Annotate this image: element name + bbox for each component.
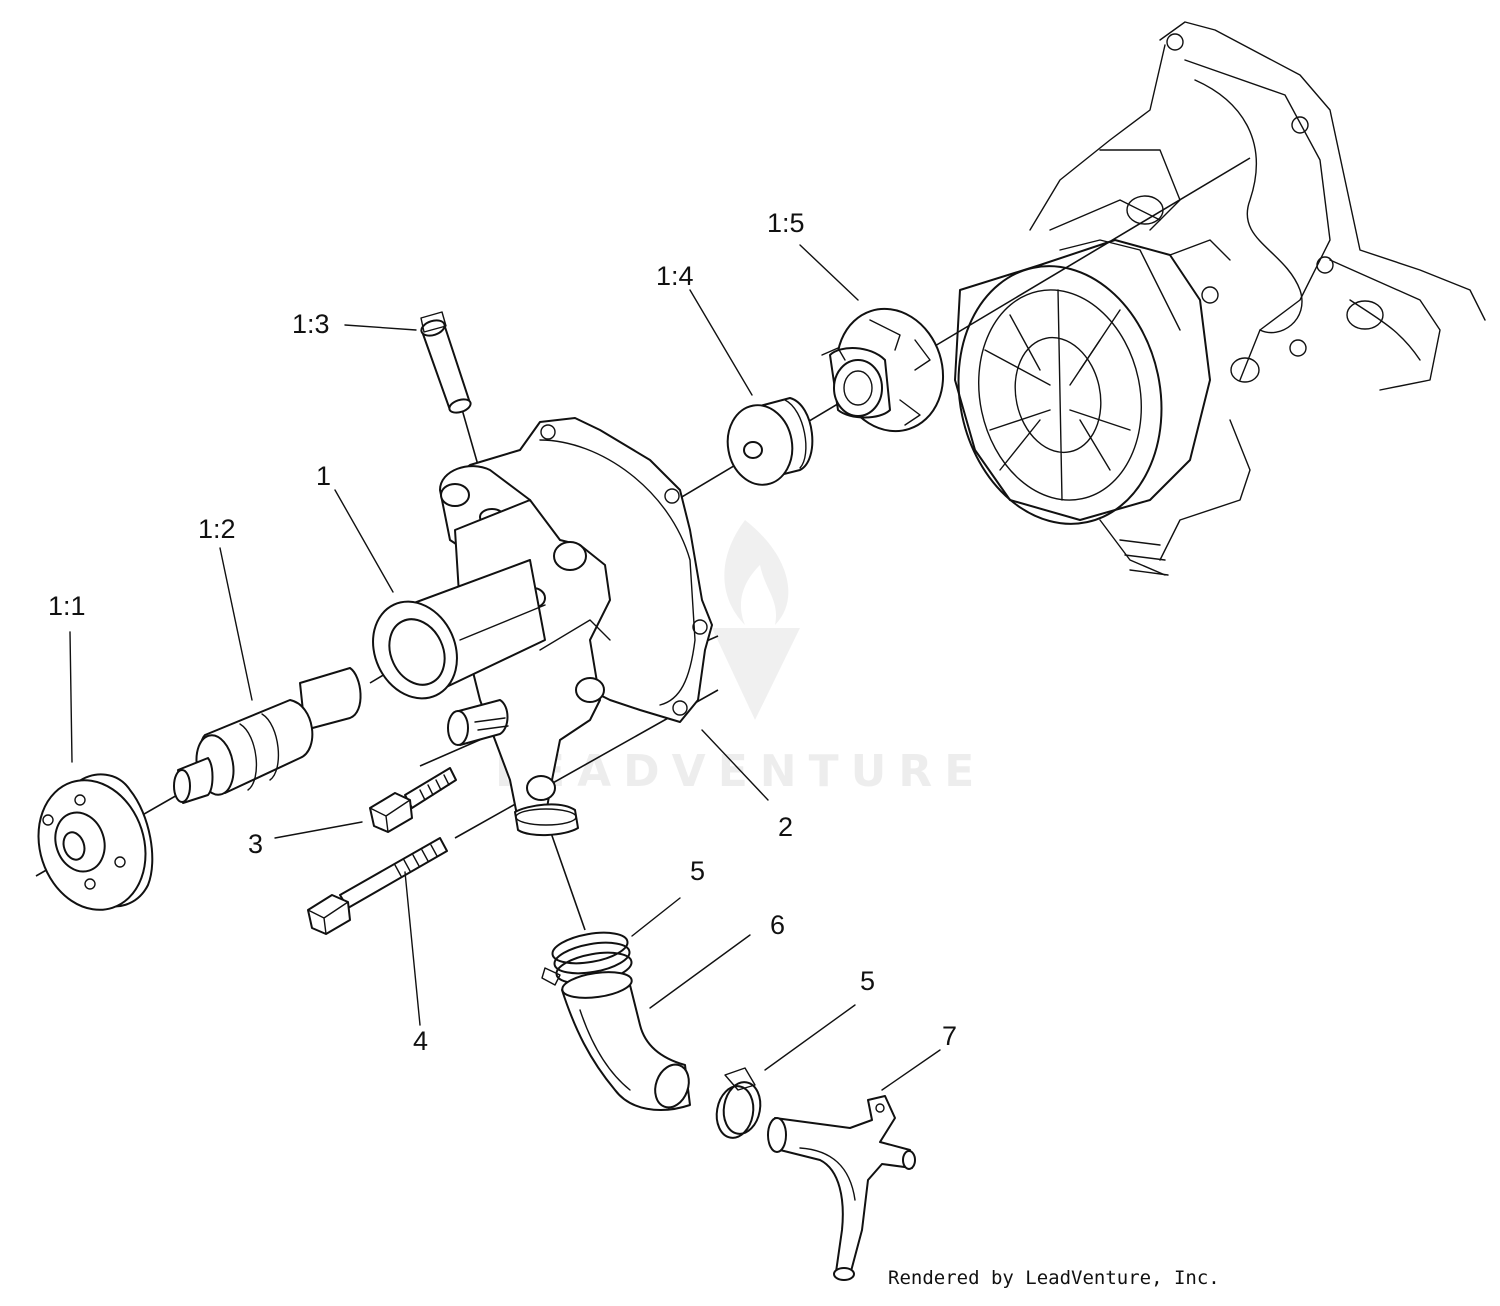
callout-1-2: 1:2 — [198, 514, 236, 544]
callout-1: 1 — [316, 461, 331, 491]
callout-4: 4 — [413, 1026, 428, 1056]
callout-2: 2 — [778, 812, 793, 842]
callout-7: 7 — [942, 1021, 957, 1051]
callout-3: 3 — [248, 829, 263, 859]
callout-1-5: 1:5 — [767, 208, 805, 238]
callout-5-lower: 5 — [860, 966, 875, 996]
impeller-part-1-5 — [821, 307, 945, 433]
callout-1-4: 1:4 — [656, 261, 694, 291]
leader-lines — [69, 244, 941, 1091]
hose-clamp-part-5-lower — [715, 1067, 762, 1139]
engine-block — [954, 21, 1486, 576]
pin-part-1-3 — [420, 311, 472, 414]
callout-5-upper: 5 — [690, 856, 705, 886]
watermark-text: LEADVENTURE — [495, 746, 986, 797]
callout-6: 6 — [770, 910, 785, 940]
long-bolt-part-4 — [307, 837, 448, 935]
engine-bolt-holes — [1126, 33, 1384, 383]
flange-hub-part-1-1 — [37, 773, 154, 911]
engine-housing-face — [954, 239, 1231, 525]
shaft-bearing-part-1-2 — [173, 667, 362, 804]
leadventure-watermark: LEADVENTURE — [495, 520, 986, 797]
render-credit: Rendered by LeadVenture, Inc. — [888, 1267, 1220, 1289]
short-bolt-part-3 — [369, 767, 457, 833]
outlet-pipe-part-7 — [767, 1095, 916, 1281]
pump-body-part-1 — [372, 417, 713, 837]
callout-labels: 1:1 1:2 1:3 1 1:4 1:5 2 3 4 5 6 5 7 — [48, 208, 957, 1056]
seal-part-1-4 — [726, 397, 814, 486]
callout-1-1: 1:1 — [48, 591, 86, 621]
callout-1-3: 1:3 — [292, 309, 330, 339]
elbow-hose-part-6 — [561, 971, 691, 1111]
